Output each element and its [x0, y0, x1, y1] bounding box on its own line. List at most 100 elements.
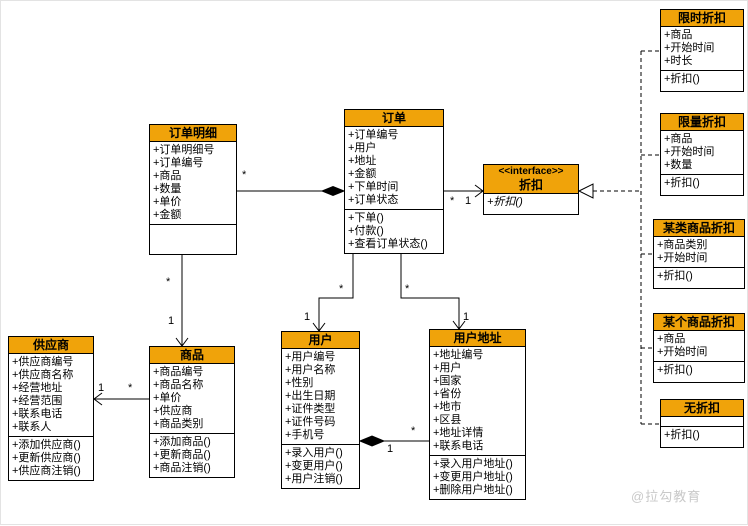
class-attributes: +用户编号+用户名称+性别+出生日期+证件类型+证件号码+手机号 — [282, 349, 359, 445]
class-methods: +录入用户地址()+变更用户地址()+删除用户地址() — [430, 456, 525, 499]
class-methods: +折扣() — [661, 175, 743, 195]
class-member: +折扣() — [664, 429, 700, 441]
multiplicity-label: * — [242, 169, 247, 181]
multiplicity-label: 1 — [304, 311, 311, 323]
class-member: +地址编号 — [433, 349, 484, 361]
class-member: +地址详情 — [433, 427, 484, 439]
class-member: +录入用户地址() — [433, 458, 513, 470]
interface-title: 折扣 — [518, 178, 543, 192]
multiplicity-label: * — [166, 276, 171, 288]
class-attributes: +商品+开始时间 — [654, 331, 744, 362]
class-methods: +折扣() — [661, 71, 743, 91]
class-attributes: +订单编号+用户+地址+金额+下单时间+订单状态 — [345, 127, 443, 210]
class-methods: +下单()+付款()+查看订单状态() — [345, 210, 443, 253]
class-member: +商品类别 — [657, 239, 708, 251]
interface-stereotype: <<interface>> — [498, 166, 564, 177]
class-methods: +折扣() — [661, 427, 743, 447]
class-methods: +折扣() — [654, 362, 744, 382]
class-member: +查看订单状态() — [348, 238, 428, 250]
class-title: 用户地址 — [430, 330, 525, 347]
class-member: +付款() — [348, 225, 384, 237]
class-member: +开始时间 — [664, 42, 715, 54]
class-attributes: +供应商编号+供应商名称+经营地址+经营范围+联系电话+联系人 — [9, 354, 93, 437]
class-member: +数量 — [664, 159, 693, 171]
class-member: +国家 — [433, 375, 462, 387]
class-member: +订单编号 — [348, 129, 399, 141]
class-member: +折扣() — [657, 270, 693, 282]
class-member: +更新商品() — [153, 449, 211, 461]
class-member: +添加商品() — [153, 436, 211, 448]
class-attributes: +订单明细号+订单编号+商品+数量+单价+金额 — [150, 142, 236, 225]
class-title: 商品 — [150, 347, 234, 364]
class-order-detail: 订单明细 +订单明细号+订单编号+商品+数量+单价+金额 — [149, 124, 237, 255]
class-discount-interface: <<interface>> 折扣 +折扣() — [483, 164, 579, 215]
class-member: +添加供应商() — [12, 439, 81, 451]
class-member: +联系电话 — [433, 440, 484, 452]
multiplicity-label: * — [128, 382, 133, 394]
arrowhead-discount — [474, 184, 484, 198]
class-member: +金额 — [348, 168, 377, 180]
class-product: 商品 +商品编号+商品名称+单价+供应商+商品类别 +添加商品()+更新商品()… — [149, 346, 235, 478]
class-methods — [150, 225, 236, 254]
multiplicity-label: * — [405, 283, 410, 295]
arrowhead-supplier — [93, 392, 103, 406]
class-member: +经营范围 — [12, 395, 63, 407]
class-member: +下单() — [348, 212, 384, 224]
class-methods: +录入用户()+变更用户()+用户注销() — [282, 445, 359, 488]
class-title: 订单明细 — [150, 125, 236, 142]
class-attributes: +地址编号+用户+国家+省份+地市+区县+地址详情+联系电话 — [430, 347, 525, 456]
class-member: +用户 — [433, 362, 462, 374]
class-member: +删除用户地址() — [433, 484, 513, 496]
class-member: +地市 — [433, 401, 462, 413]
multiplicity-label: 1 — [463, 311, 470, 323]
class-title: 限量折扣 — [661, 114, 743, 131]
class-member: +折扣() — [664, 177, 700, 189]
class-member: +折扣() — [664, 73, 700, 85]
class-member: +时长 — [664, 55, 693, 67]
class-member: +性别 — [285, 377, 314, 389]
class-order: 订单 +订单编号+用户+地址+金额+下单时间+订单状态 +下单()+付款()+查… — [344, 109, 444, 254]
class-member: +用户注销() — [285, 473, 343, 485]
class-attributes — [661, 417, 743, 427]
class-member: +更新供应商() — [12, 452, 81, 464]
class-member: +订单明细号 — [153, 144, 215, 156]
class-attributes: +商品+开始时间+数量 — [661, 131, 743, 175]
class-supplier: 供应商 +供应商编号+供应商名称+经营地址+经营范围+联系电话+联系人 +添加供… — [8, 336, 94, 481]
arrowhead-user — [312, 322, 326, 332]
class-member: +商品编号 — [153, 366, 204, 378]
class-title: 订单 — [345, 110, 443, 127]
multiplicity-label: * — [339, 283, 344, 295]
class-member: +出生日期 — [285, 390, 336, 402]
realization-triangle — [577, 183, 594, 199]
class-single-product-discount: 某个商品折扣 +商品+开始时间 +折扣() — [653, 313, 745, 383]
class-member: +折扣() — [487, 196, 523, 208]
class-time-limited-discount: 限时折扣 +商品+开始时间+时长 +折扣() — [660, 9, 744, 92]
class-member: +联系电话 — [12, 408, 63, 420]
class-title: 某个商品折扣 — [654, 314, 744, 331]
class-member: +开始时间 — [664, 146, 715, 158]
class-title: 限时折扣 — [661, 10, 743, 27]
multiplicity-label: 1 — [98, 382, 105, 394]
class-user: 用户 +用户编号+用户名称+性别+出生日期+证件类型+证件号码+手机号 +录入用… — [281, 331, 360, 489]
watermark: @拉勾教育 — [631, 489, 702, 504]
class-title: 用户 — [282, 332, 359, 349]
class-methods: +添加商品()+更新商品()+商品注销() — [150, 434, 234, 477]
class-member: +商品 — [657, 333, 686, 345]
class-member: +商品 — [664, 133, 693, 145]
multiplicity-label: * — [450, 195, 455, 207]
class-quantity-limited-discount: 限量折扣 +商品+开始时间+数量 +折扣() — [660, 113, 744, 196]
class-member: +证件号码 — [285, 416, 336, 428]
class-member: +证件类型 — [285, 403, 336, 415]
class-attributes: +商品编号+商品名称+单价+供应商+商品类别 — [150, 364, 234, 434]
class-member: +开始时间 — [657, 252, 708, 264]
class-member: +区县 — [433, 414, 462, 426]
class-member: +供应商编号 — [12, 356, 74, 368]
class-member: +用户名称 — [285, 364, 336, 376]
multiplicity-label: 1 — [465, 195, 472, 207]
class-no-discount: 无折扣 +折扣() — [660, 399, 744, 448]
class-member: +录入用户() — [285, 447, 343, 459]
class-title: 无折扣 — [661, 400, 743, 417]
class-methods: +添加供应商()+更新供应商()+供应商注销() — [9, 437, 93, 480]
composition-diamond-user — [358, 435, 386, 447]
